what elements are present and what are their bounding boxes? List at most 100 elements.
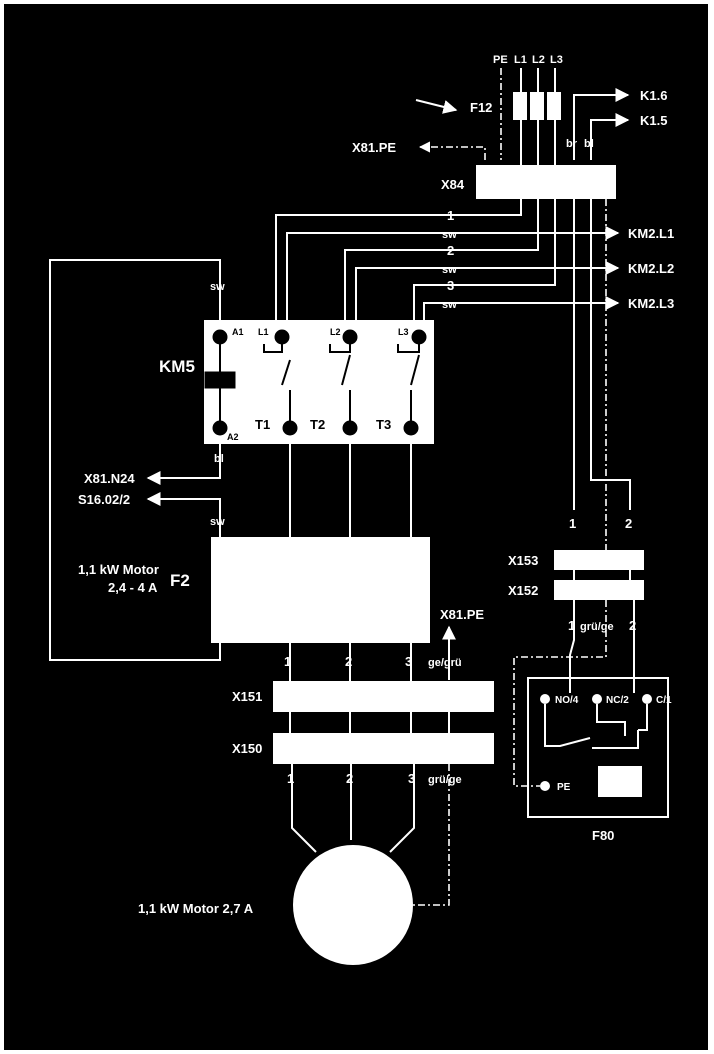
km2-l2-label: KM2.L2 — [628, 261, 674, 276]
f2-gegr-label: ge/grü — [428, 657, 462, 669]
wire-a2-down — [146, 444, 221, 485]
km2-l3-label: KM2.L3 — [628, 296, 674, 311]
k15-label: K1.5 — [640, 113, 667, 128]
km5-a1-label: A1 — [232, 327, 244, 337]
supply-l2-label: L2 — [532, 54, 545, 66]
km5-contacts — [219, 344, 420, 421]
wire-x152-to-no — [569, 600, 575, 693]
wire-sw2-label: sw — [442, 264, 457, 276]
f80-pe-label: PE — [557, 782, 571, 793]
f2-out-1-label: 1 — [284, 654, 291, 669]
x151-terminal — [273, 681, 494, 712]
f12-fuse-1 — [513, 92, 527, 120]
x153-t2-label: 2 — [625, 516, 632, 531]
f12-pointer-arrow — [415, 99, 458, 114]
km5-t2-terminal — [342, 420, 358, 436]
x81n24-label: X81.N24 — [84, 471, 135, 486]
km5-a2-terminal — [212, 420, 228, 436]
x151-label: X151 — [232, 689, 262, 704]
f80-nc-terminal — [592, 694, 602, 704]
motor-label: 1,1 kW Motor 2,7 A — [138, 901, 254, 916]
motor-symbol — [293, 845, 413, 965]
supply-l1-label: L1 — [514, 54, 527, 66]
f80-c-terminal — [642, 694, 652, 704]
sw-f2-label: sw — [210, 516, 225, 528]
f12-label: F12 — [470, 100, 492, 115]
wire-sw3-label: sw — [442, 299, 457, 311]
x81pe-mid-label: X81.PE — [440, 607, 484, 622]
wire-3-label: 3 — [447, 278, 454, 293]
f80-no-terminal — [540, 694, 550, 704]
f80-body — [527, 677, 669, 818]
x152-label: X152 — [508, 583, 538, 598]
km5-t3-terminal — [403, 420, 419, 436]
x152-terminal — [554, 580, 644, 600]
wires-f2-to-x151 — [289, 643, 412, 681]
km5-l3-label: L3 — [398, 327, 409, 337]
f80-pe-terminal — [540, 781, 550, 791]
f2-body — [211, 537, 430, 643]
k16-label: K1.6 — [640, 88, 667, 103]
f2-rating-line1: 1,1 kW Motor — [78, 562, 159, 577]
km5-l1-terminal — [274, 329, 290, 345]
motor-term-2-label: 2 — [346, 771, 353, 786]
km5-l2-terminal — [342, 329, 358, 345]
br-label: br — [566, 138, 578, 150]
x153-label: X153 — [508, 553, 538, 568]
fuse-out-dots — [520, 122, 556, 160]
wires-x153-x152 — [573, 570, 631, 580]
wire-sw1 — [286, 226, 620, 330]
km5-a1-terminal — [212, 329, 228, 345]
km5-label: KM5 — [159, 357, 195, 376]
wire-x152-pe — [513, 600, 607, 787]
km5-l2-label: L2 — [330, 327, 341, 337]
km5-a2-label: A2 — [227, 432, 239, 442]
wires-x150-to-motor — [291, 764, 415, 853]
f80-sensor-block — [598, 766, 642, 797]
f80-terminals — [540, 694, 652, 791]
f80-c-label: C/1 — [656, 695, 672, 706]
motor-term-1-label: 1 — [287, 771, 294, 786]
wires-km5-to-f2 — [289, 444, 412, 537]
f2-out-2-label: 2 — [345, 654, 352, 669]
x84-label: X84 — [441, 177, 465, 192]
x153-t1-label: 1 — [569, 516, 576, 531]
f80-nc-label: NC/2 — [606, 695, 629, 706]
bl-top-label: bl — [584, 138, 594, 150]
km5-internals — [204, 329, 427, 436]
motor-pe-wire — [412, 764, 450, 906]
motor-term-3-label: 3 — [408, 771, 415, 786]
km5-l1-label: L1 — [258, 327, 269, 337]
f80-label: F80 — [592, 828, 614, 843]
wire-1-label: 1 — [447, 208, 454, 223]
km5-body — [204, 320, 434, 444]
sw-left-label: sw — [210, 281, 225, 293]
x81pe-top-wire — [418, 141, 486, 160]
x150-label: X150 — [232, 741, 262, 756]
wires-x151-x150 — [289, 712, 450, 733]
supply-labels: PE L1 L2 L3 — [493, 54, 563, 66]
wire-1 — [275, 199, 522, 330]
wire-3 — [413, 199, 556, 330]
wire-sw1-label: sw — [442, 229, 457, 241]
k15-wire — [590, 113, 630, 160]
bl-a2-label: bl — [214, 453, 224, 465]
x152-grge-label: grü/ge — [580, 621, 614, 633]
km5-terminal-labels: A1 L1 L2 L3 A2 T1 T2 T3 — [227, 327, 409, 442]
motor-grge-label: grü/ge — [428, 774, 462, 786]
wire-2 — [344, 199, 539, 330]
k16-wire — [573, 88, 630, 160]
f80-no-label: NO/4 — [555, 695, 579, 706]
f2-label: F2 — [170, 571, 190, 590]
f2-rating-line2: 2,4 - 4 A — [108, 580, 158, 595]
f12-fuse-3 — [547, 92, 561, 120]
km5-l3-terminal — [411, 329, 427, 345]
km5-t1-terminal — [282, 420, 298, 436]
x150-terminal — [273, 733, 494, 764]
f80-switch-wiring — [544, 704, 648, 749]
km5-t3-label: T3 — [376, 417, 391, 432]
km5-coil — [204, 371, 236, 389]
f12-fuse-2 — [530, 92, 544, 120]
km2-l1-label: KM2.L1 — [628, 226, 674, 241]
